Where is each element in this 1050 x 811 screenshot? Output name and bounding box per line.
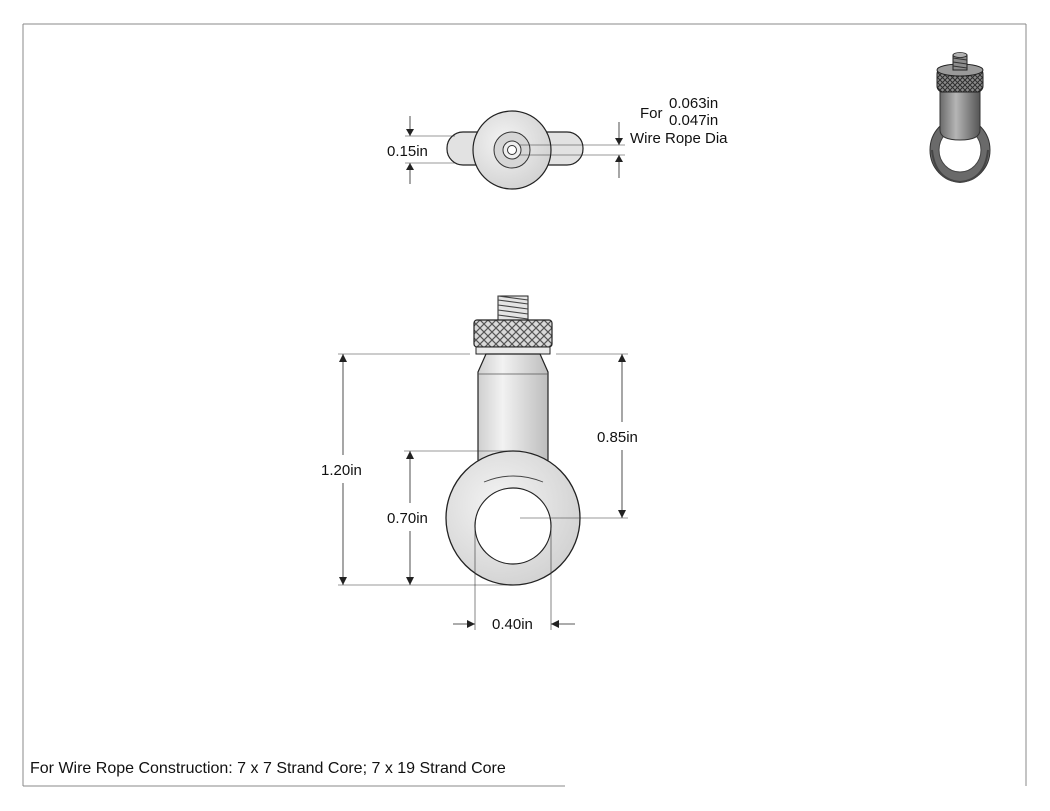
top-view: 0.15in For 0.063in 0.047in Wire Rope Dia — [387, 95, 728, 190]
eye-ring — [445, 450, 581, 586]
sheet-border — [22, 23, 1027, 787]
dim-eye-width: 0.40in — [453, 528, 575, 633]
dim-top-height: 0.15in — [387, 116, 455, 184]
knurled-nut — [473, 319, 553, 348]
front-view: 1.20in 0.70in 0.85in — [321, 295, 638, 633]
dim-label-015: 0.15in — [387, 143, 428, 160]
isometric-view — [929, 52, 991, 184]
callout-size-b: 0.047in — [669, 112, 718, 129]
callout-prefix: For — [640, 105, 663, 122]
dim-lower-height: 0.70in — [387, 450, 512, 585]
construction-note: For Wire Rope Construction: 7 x 7 Strand… — [30, 760, 506, 777]
callout-size-a: 0.063in — [669, 95, 718, 112]
threaded-stud — [497, 295, 529, 321]
dim-label-085: 0.85in — [597, 429, 638, 446]
dim-overall-height: 1.20in — [321, 353, 510, 586]
dim-wire-callout: For 0.063in 0.047in Wire Rope Dia — [520, 95, 728, 178]
dim-label-120: 1.20in — [321, 462, 362, 479]
callout-suffix: Wire Rope Dia — [630, 130, 728, 147]
dim-upper-height: 0.85in — [520, 353, 638, 519]
dim-label-040: 0.40in — [492, 616, 533, 633]
dim-label-070: 0.70in — [387, 510, 428, 527]
